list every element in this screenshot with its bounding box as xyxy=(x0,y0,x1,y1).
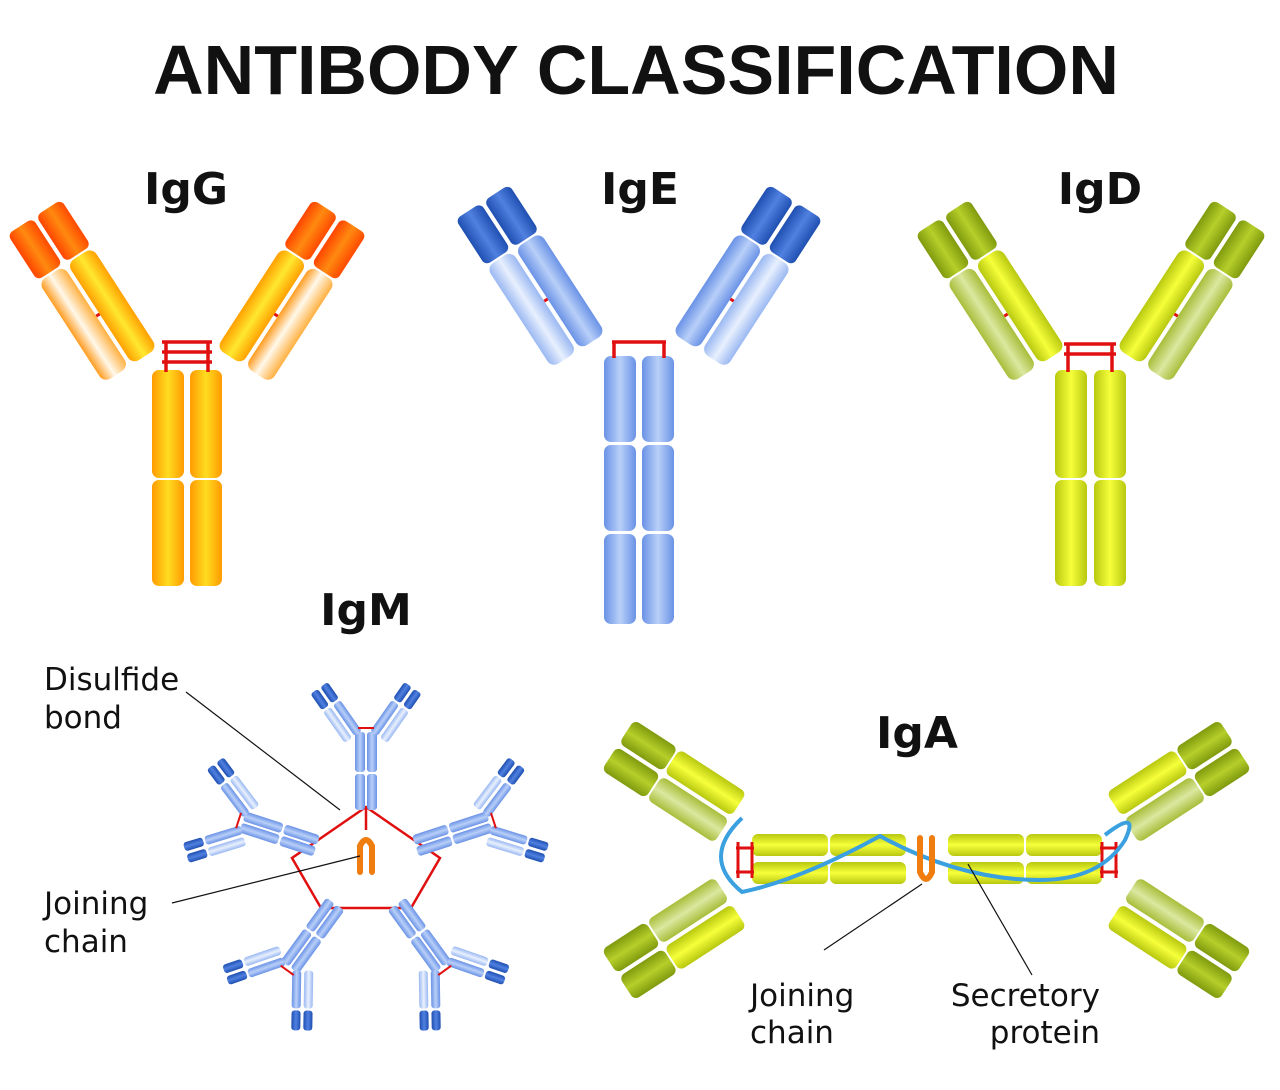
iga-joining-leader xyxy=(823,883,923,951)
igm-joining-leader xyxy=(171,855,361,904)
igm-joining-label-line2: chain xyxy=(44,924,128,960)
igm-antibody xyxy=(183,683,549,1031)
igd-antibody xyxy=(917,201,1265,586)
iga-antibody xyxy=(603,722,1250,998)
igm-disulfide-leader xyxy=(185,691,341,811)
iga-joining-label-line1: Joining xyxy=(748,978,854,1014)
ige-label: IgE xyxy=(601,164,679,215)
igm-monomer-unit xyxy=(311,683,421,810)
iga-secretory-leader xyxy=(967,863,1033,976)
iga-joining-label-line2: chain xyxy=(750,1015,834,1051)
igm-monomer-unit xyxy=(412,758,549,863)
igg-antibody xyxy=(9,201,365,586)
ige-antibody xyxy=(457,186,821,624)
igm-disulfide-label-line1: Disulfide xyxy=(44,662,179,698)
iga-label: IgA xyxy=(876,708,958,759)
igm-monomer-unit xyxy=(388,898,509,1031)
page-title: ANTIBODY CLASSIFICATION xyxy=(153,31,1119,109)
iga-secretory-label-line2: protein xyxy=(990,1015,1100,1051)
iga-joining-chain xyxy=(917,835,935,882)
igm-joining-label-line1: Joining xyxy=(42,886,148,922)
iga-secretory-protein xyxy=(719,816,1132,895)
igm-joining-chain xyxy=(357,837,375,875)
igd-label: IgD xyxy=(1058,164,1142,215)
igg-label: IgG xyxy=(144,164,228,215)
igm-disulfide-label-line2: bond xyxy=(44,700,122,736)
igm-monomer-unit xyxy=(183,758,320,863)
iga-secretory-label-line1: Secretory xyxy=(951,978,1100,1014)
igm-monomer-unit xyxy=(223,898,344,1031)
igm-label: IgM xyxy=(320,585,412,636)
